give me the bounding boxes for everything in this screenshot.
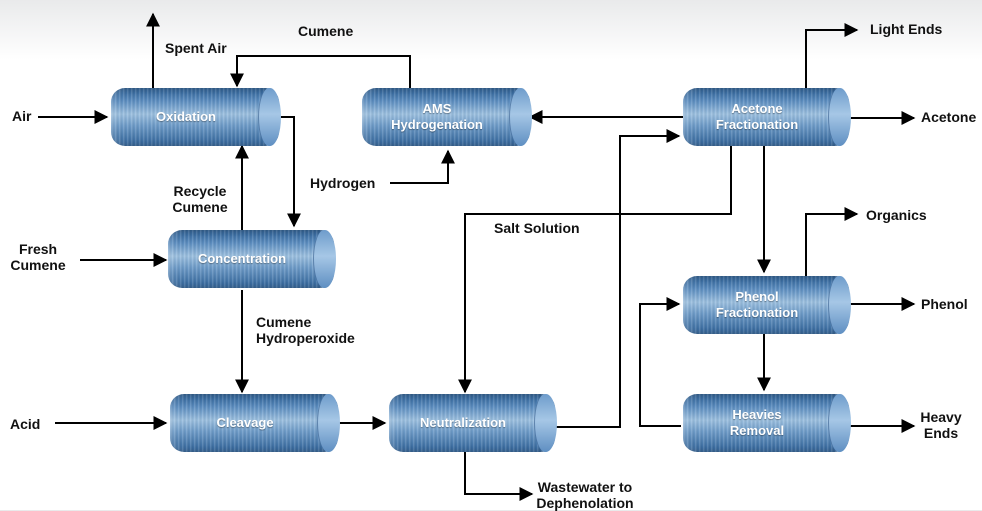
phenol-product-label: Phenol bbox=[921, 296, 968, 312]
wastewater-label: Wastewater to Dephenolation bbox=[536, 479, 634, 511]
salt-solution-line bbox=[458, 145, 732, 394]
air-label: Air bbox=[12, 108, 32, 124]
spent-air-label: Spent Air bbox=[165, 40, 227, 56]
hydrogen-label: Hydrogen bbox=[310, 175, 376, 191]
concentration-label: Concentration bbox=[197, 251, 287, 266]
fresh-cumene-label: Fresh Cumene bbox=[10, 241, 66, 273]
ams-hydrogenation-label: AMS Hydrogenation bbox=[391, 101, 483, 132]
phenol-fractionation-vessel[interactable]: Phenol Fractionation bbox=[683, 276, 851, 334]
neutralization-label: Neutralization bbox=[420, 415, 506, 430]
acid-label: Acid bbox=[10, 416, 41, 432]
cumene-hydroperoxide-label: Cumene Hydroperoxide bbox=[256, 314, 355, 346]
heavies-removal-label: Heavies Removal bbox=[729, 407, 785, 438]
oxidation-vessel[interactable]: Oxidation bbox=[111, 88, 281, 146]
organics-line bbox=[805, 207, 859, 278]
acetone-product-label: Acetone bbox=[921, 109, 977, 125]
cleavage-vessel[interactable]: Cleavage bbox=[170, 394, 340, 452]
concentration-vessel[interactable]: Concentration bbox=[168, 230, 336, 288]
cleavage-label: Cleavage bbox=[216, 415, 274, 430]
organics-label: Organics bbox=[866, 207, 927, 223]
neutralization-vessel[interactable]: Neutralization bbox=[389, 394, 557, 452]
neutralization-to-acetone-line bbox=[552, 129, 681, 428]
light-ends-line bbox=[805, 23, 859, 92]
acetone-fractionation-vessel[interactable]: Acetone Fractionation bbox=[683, 88, 851, 146]
salt-solution-label: Salt Solution bbox=[494, 220, 580, 236]
hydrogen-feed-line bbox=[390, 149, 455, 184]
acetone-fractionation-label: Acetone Fractionation bbox=[715, 101, 799, 132]
phenol-fractionation-label: Phenol Fractionation bbox=[715, 289, 799, 320]
ams-hydrogenation-vessel[interactable]: AMS Hydrogenation bbox=[362, 88, 532, 146]
light-ends-label: Light Ends bbox=[870, 21, 943, 37]
cumene-recycle-line bbox=[230, 55, 411, 92]
recycle-cumene-label: Recycle Cumene bbox=[172, 183, 228, 215]
heavy-ends-label: Heavy Ends bbox=[920, 409, 962, 441]
wastewater-line bbox=[464, 452, 534, 501]
cumene-label: Cumene bbox=[298, 23, 354, 39]
heavies-recycle-line bbox=[639, 297, 681, 427]
oxidation-label: Oxidation bbox=[156, 109, 216, 124]
oxidation-to-concentration-line bbox=[275, 116, 301, 228]
heavies-removal-vessel[interactable]: Heavies Removal bbox=[683, 394, 851, 452]
